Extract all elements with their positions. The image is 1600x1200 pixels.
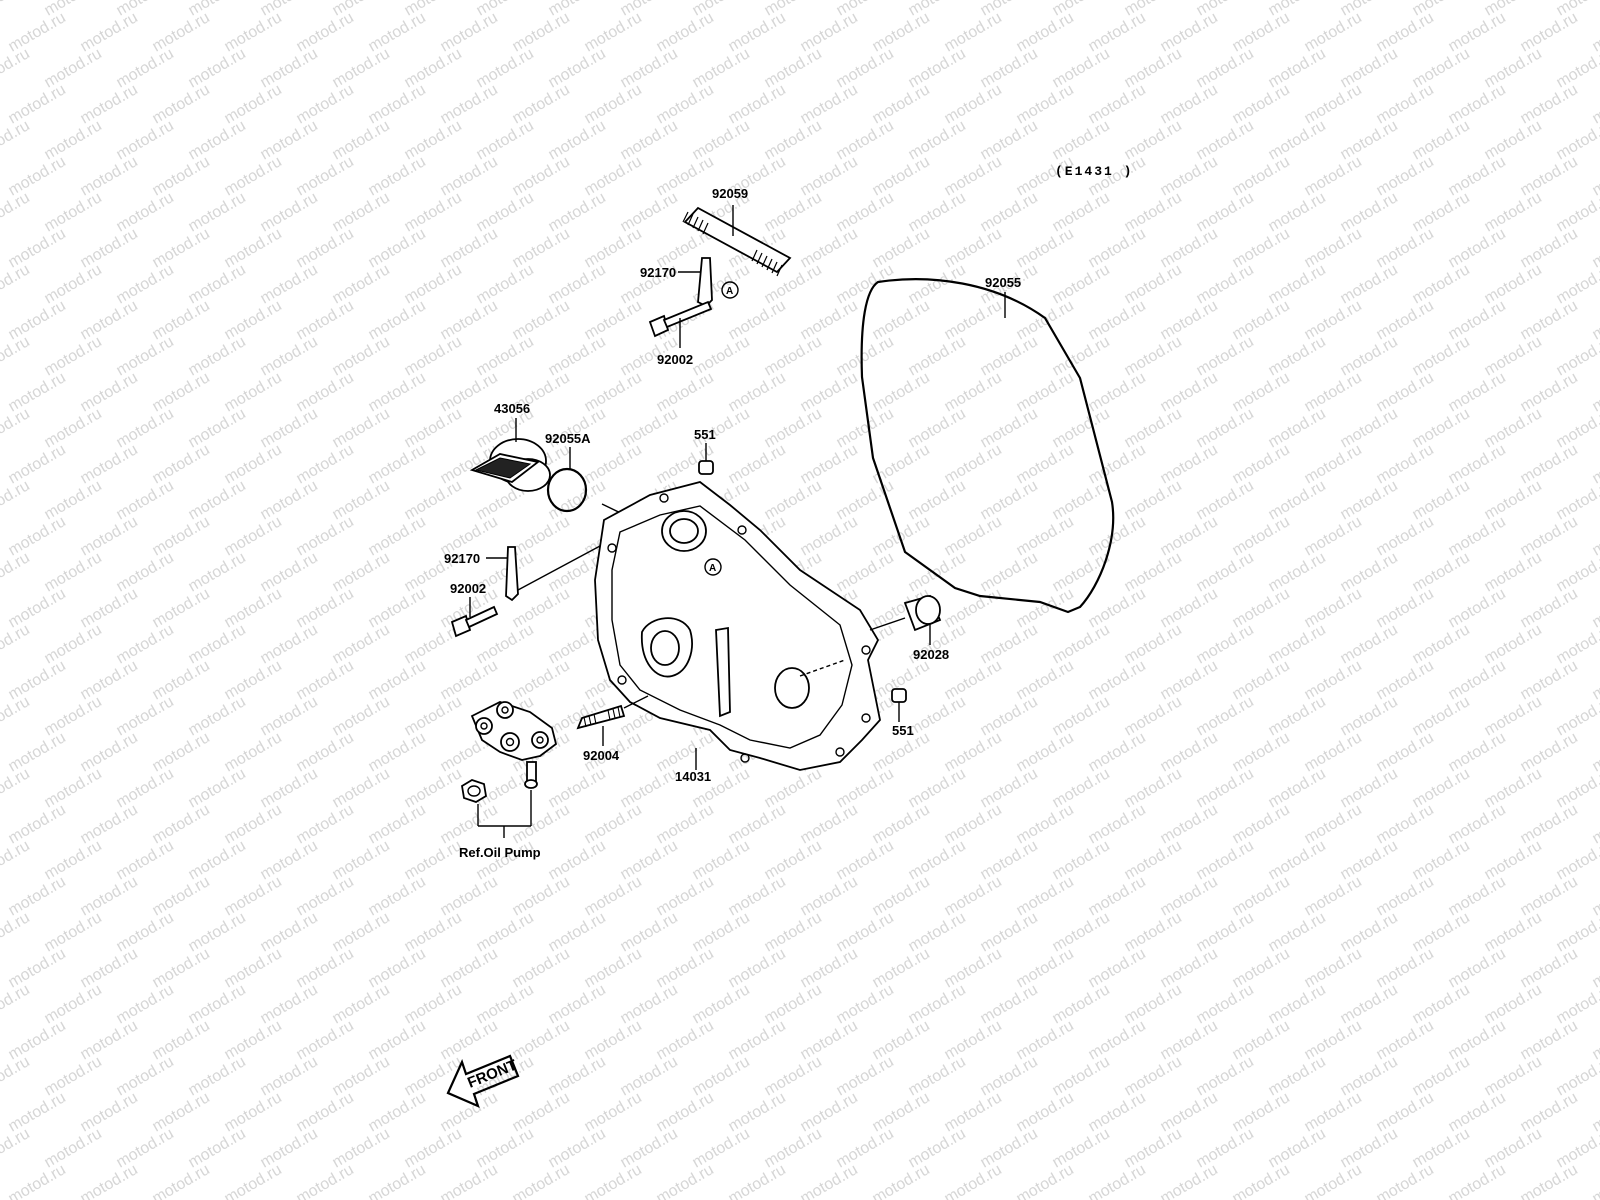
label-92055: 92055 <box>985 275 1021 290</box>
reference-circle-a-top <box>721 281 739 299</box>
dowel-pin-551-bottom <box>891 688 907 703</box>
filler-cap-43056 <box>469 438 551 492</box>
reference-circle-a-cover <box>704 558 722 576</box>
bushing-92028 <box>903 594 942 632</box>
label-92002-top: 92002 <box>657 352 693 367</box>
label-92028: 92028 <box>913 647 949 662</box>
label-43056: 43056 <box>494 401 530 416</box>
engine-cover-14031 <box>594 481 881 771</box>
stud-92004 <box>576 704 626 730</box>
dowel-pin-551-top <box>698 460 714 475</box>
label-551-bottom: 551 <box>892 723 914 738</box>
bolt-92002-top <box>648 300 713 338</box>
reference-a-cover-text: A <box>709 563 716 574</box>
bolt-92002-left <box>450 605 499 638</box>
label-ref-oil-pump: Ref.Oil Pump <box>459 845 541 860</box>
label-92170-left: 92170 <box>444 551 480 566</box>
label-92055a: 92055A <box>545 431 591 446</box>
clamp-92170-top <box>697 257 713 308</box>
diagram-code: (E1431 ) <box>1055 164 1133 179</box>
label-92170-top: 92170 <box>640 265 676 280</box>
label-14031: 14031 <box>675 769 711 784</box>
stud-92059 <box>682 206 792 277</box>
front-direction-arrow: FRONT <box>446 1054 520 1108</box>
oil-pump-assembly <box>461 701 558 803</box>
label-92002-left: 92002 <box>450 581 486 596</box>
label-92059: 92059 <box>712 186 748 201</box>
reference-a-top-text: A <box>726 286 733 297</box>
gasket-92055 <box>860 278 1115 614</box>
label-92004: 92004 <box>583 748 620 763</box>
o-ring-92055a <box>546 467 588 513</box>
clamp-92170-left <box>505 546 519 602</box>
label-551-top: 551 <box>694 427 716 442</box>
